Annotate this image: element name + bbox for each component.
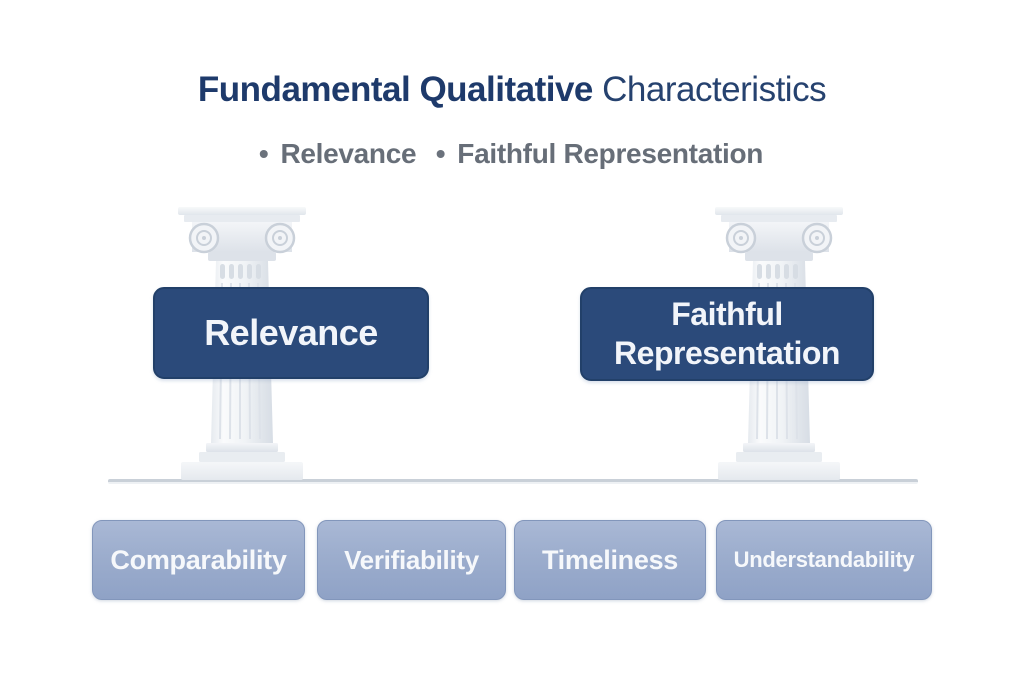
bullet-icon: • [258, 138, 269, 169]
foundation-box-timeliness: Timeliness [514, 520, 706, 600]
bullet-icon: • [435, 138, 446, 169]
foundation-box-label: Comparability [110, 544, 287, 575]
faithful-banner-line2: Representation [614, 335, 840, 371]
title-bold-text: Fundamental Qualitative [197, 70, 593, 109]
relevance-banner: Relevance [153, 287, 429, 379]
relevance-banner-label: Relevance [204, 312, 378, 353]
subtitle-item-faithful-representation: Faithful Representation [457, 138, 764, 169]
page-title: Fundamental Qualitative Characteristics [0, 70, 1024, 110]
foundation-box-label: Timeliness [541, 544, 679, 575]
foundation-box-label: Understandability [733, 547, 915, 572]
faithful-representation-banner: Faithful Representation [580, 287, 874, 381]
subtitle-item-relevance: Relevance [280, 138, 417, 169]
subtitle: • Relevance • Faithful Representation [0, 138, 1010, 170]
foundation-box-verifiability: Verifiability [317, 520, 506, 600]
platform-base-line [108, 479, 918, 484]
foundation-box-label: Verifiability [344, 544, 479, 575]
faithful-banner-line1: Faithful [671, 295, 783, 332]
title-regular-text: Characteristics [602, 70, 827, 109]
foundation-box-comparability: Comparability [92, 520, 305, 600]
foundation-box-understandability: Understandability [716, 520, 932, 600]
